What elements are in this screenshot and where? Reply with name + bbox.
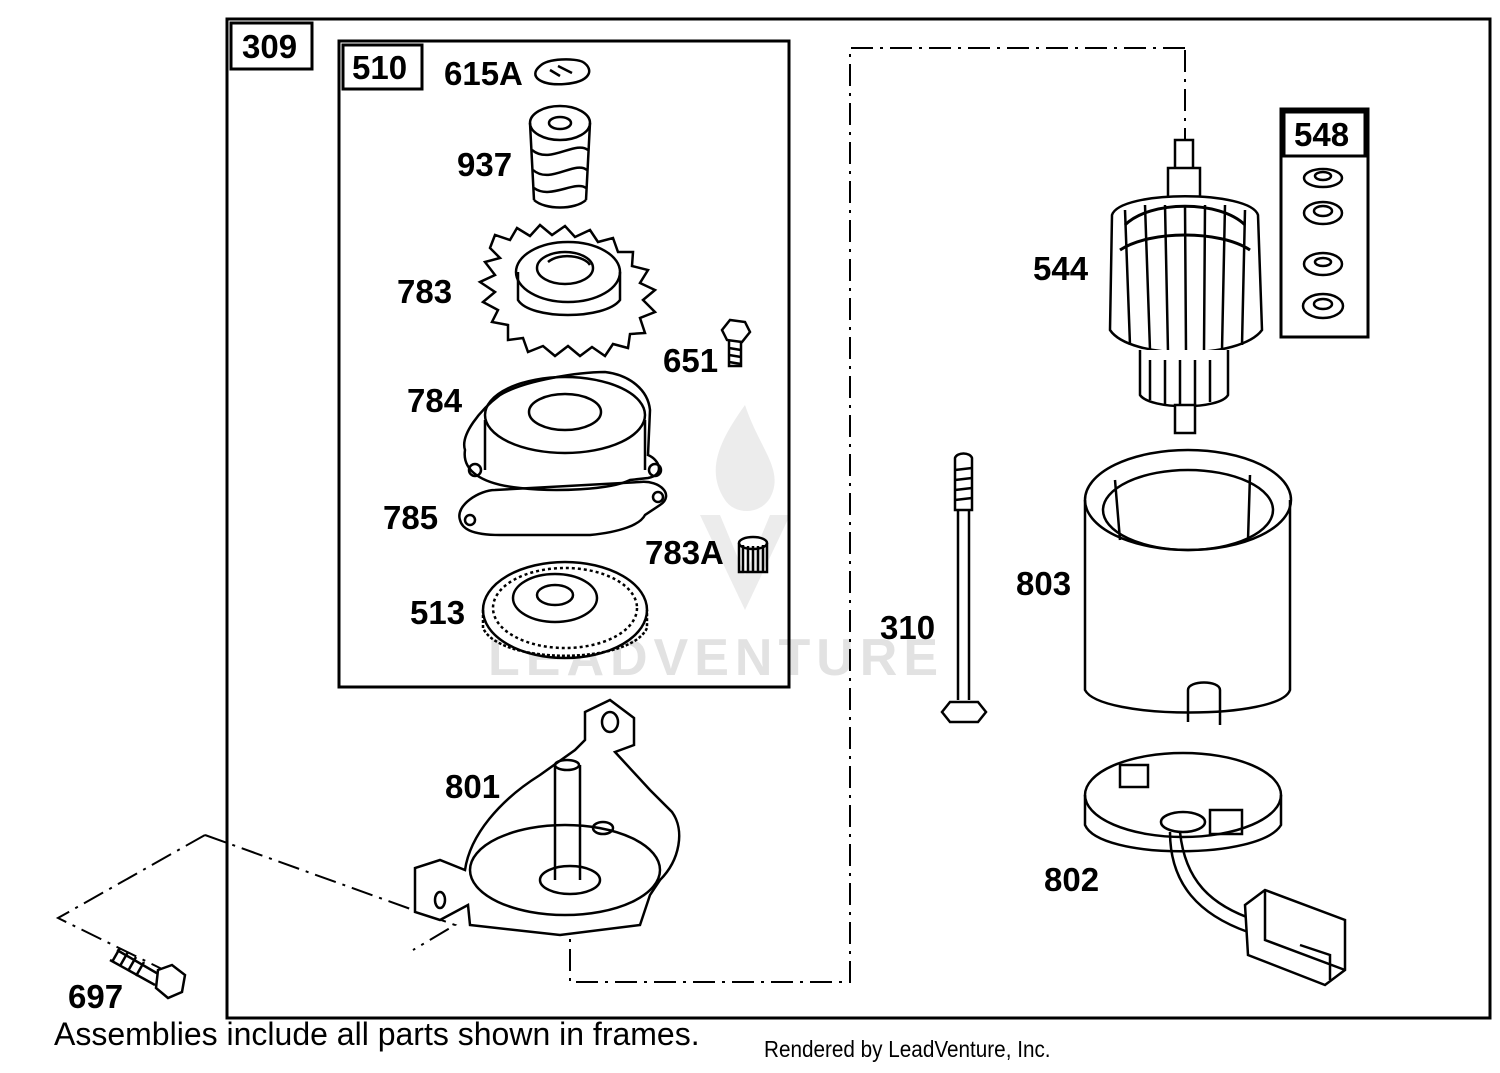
frame-309: [225, 17, 1492, 1020]
frame-label-510: 510: [352, 49, 407, 86]
part-548-washers: [1301, 167, 1345, 320]
label-937: 937: [457, 146, 512, 183]
label-651: 651: [663, 342, 718, 379]
part-785-gasket: [458, 480, 668, 537]
part-651-screw: [720, 318, 752, 368]
part-937-helix-drive: [528, 104, 592, 209]
label-801: 801: [445, 768, 500, 805]
label-785: 785: [383, 499, 438, 536]
label-784: 784: [407, 382, 463, 419]
label-803: 803: [1016, 565, 1071, 602]
render-credit: Rendered by LeadVenture, Inc.: [764, 1036, 1051, 1062]
frame-label-box-510: [341, 43, 424, 91]
bolt-697-leader: [55, 834, 458, 973]
label-615a: 615A: [444, 55, 523, 92]
assemblies-note: Assemblies include all parts shown in fr…: [54, 1016, 700, 1052]
label-783: 783: [397, 273, 452, 310]
part-803-motor-housing: [1083, 448, 1293, 725]
frame-510: [337, 39, 791, 689]
part-784-drive-housing: [462, 370, 663, 492]
frame-label-309: 309: [242, 28, 297, 65]
part-783-starter-gear: [477, 223, 658, 358]
part-802-brush-plate: [1083, 751, 1347, 987]
part-513-ring-gear: [481, 560, 649, 660]
label-697: 697: [68, 978, 123, 1015]
part-697-bolt: [109, 947, 187, 1000]
frame-label-box-548: [1282, 110, 1367, 158]
assembly-line: [569, 47, 1185, 983]
frame-label-box-309: [229, 21, 314, 71]
watermark-flame-icon: [700, 405, 790, 610]
part-310-through-bolt: [940, 452, 988, 724]
part-615a-retaining-ring: [534, 58, 591, 86]
part-544-armature: [1108, 138, 1264, 435]
label-310: 310: [880, 609, 935, 646]
part-783a-pinion: [737, 535, 769, 574]
frame-label-548: 548: [1294, 116, 1349, 153]
label-802: 802: [1044, 861, 1099, 898]
label-513: 513: [410, 594, 465, 631]
label-783a: 783A: [645, 534, 724, 571]
frame-548: [1279, 107, 1370, 339]
label-544: 544: [1033, 250, 1089, 287]
part-801-end-cap: [413, 698, 681, 937]
